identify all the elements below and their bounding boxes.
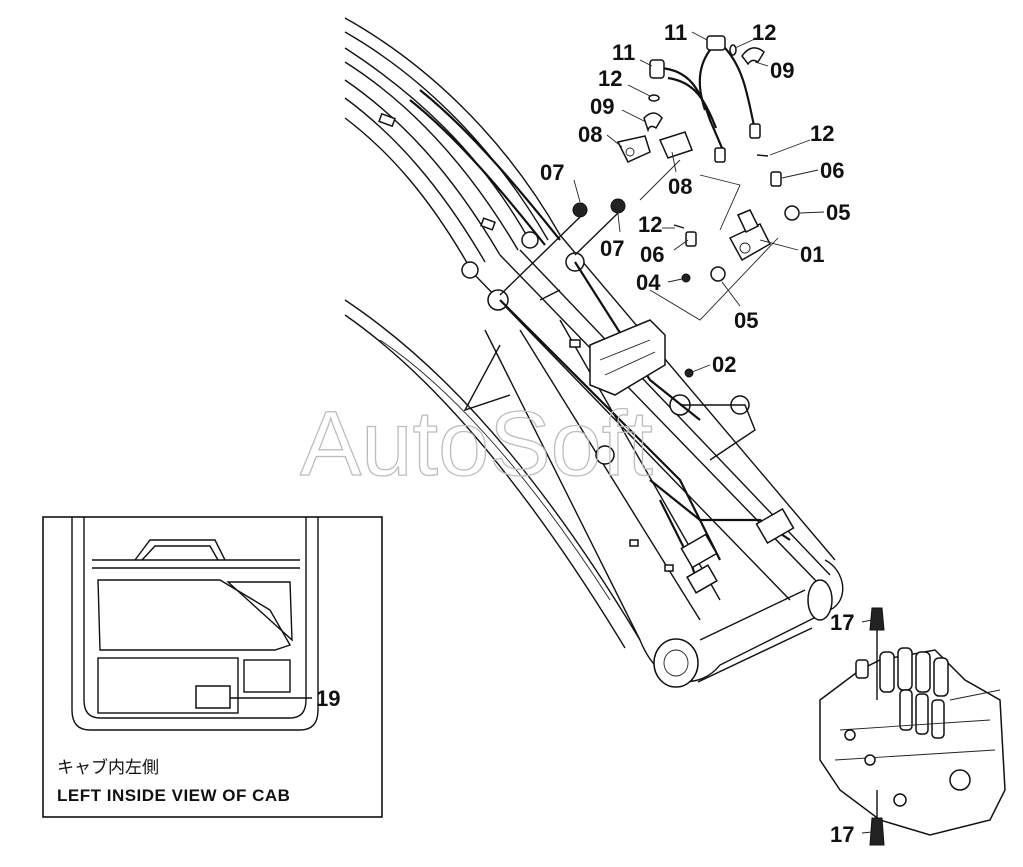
callout-02: 02 [712, 352, 736, 377]
callout-labels: 11 12 11 09 12 09 08 12 07 06 08 05 12 0… [540, 20, 854, 847]
callout-07a: 07 [540, 160, 564, 185]
callout-05b: 05 [734, 308, 758, 333]
callout-11b: 11 [612, 40, 635, 65]
callout-05a: 05 [826, 200, 850, 225]
boom-assembly [344, 17, 844, 688]
callout-17a: 17 [830, 610, 854, 635]
callout-08a: 08 [578, 122, 602, 147]
leader-lines [573, 31, 873, 834]
callout-17b: 17 [830, 822, 854, 847]
callout-08b: 08 [668, 174, 692, 199]
cab-inset: 19 キャブ内左側 LEFT INSIDE VIEW OF CAB [42, 516, 383, 818]
callout-11a: 11 [664, 20, 687, 45]
callout-09a: 09 [770, 58, 794, 83]
callout-04: 04 [636, 270, 661, 295]
callout-12a: 12 [752, 20, 776, 45]
callout-07b: 07 [600, 236, 624, 261]
callout-12c: 12 [810, 121, 834, 146]
callout-12b: 12 [598, 66, 622, 91]
callout-12d: 12 [638, 212, 662, 237]
callout-06a: 06 [820, 158, 844, 183]
callout-19: 19 [316, 686, 340, 711]
watermark: AutoSoft [300, 393, 653, 495]
callout-09b: 09 [590, 94, 614, 119]
hose-clamp [461, 231, 750, 465]
inset-caption-en: LEFT INSIDE VIEW OF CAB [57, 786, 290, 805]
callout-01: 01 [800, 242, 824, 267]
inset-caption-jp: キャブ内左側 [57, 757, 159, 778]
hydraulic-parts [499, 35, 800, 321]
control-valve [819, 607, 1006, 846]
callout-06b: 06 [640, 242, 664, 267]
